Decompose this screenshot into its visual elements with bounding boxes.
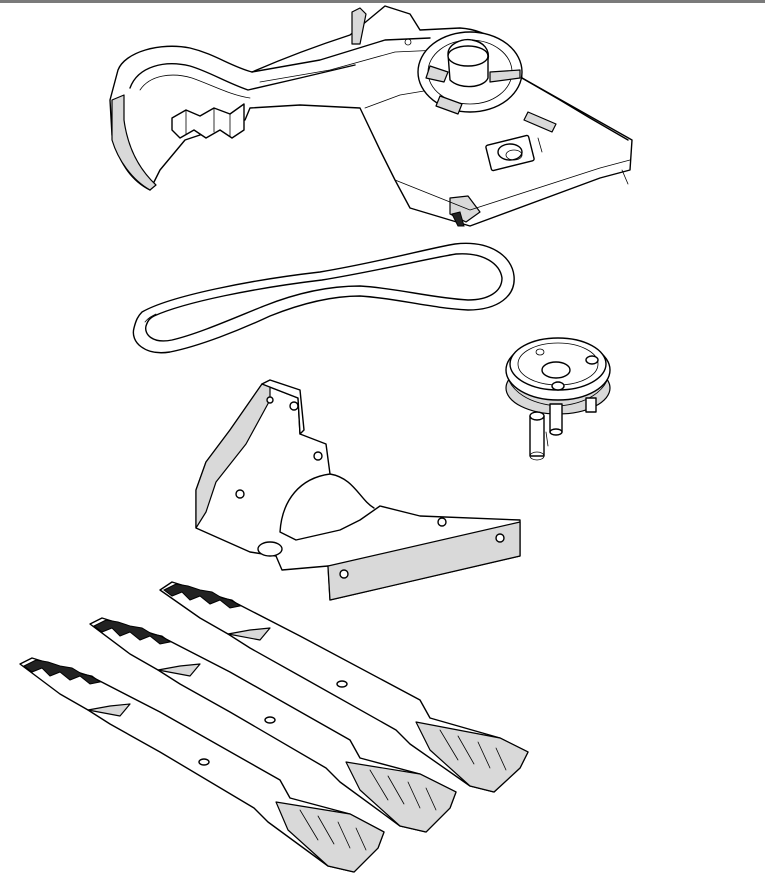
deflector-housing-icon bbox=[109, 5, 633, 227]
parts-diagram bbox=[0, 3, 765, 895]
bracket-icon bbox=[195, 379, 521, 601]
blade-icon-2 bbox=[89, 617, 457, 833]
belt-loop-icon bbox=[132, 242, 515, 354]
blade-icon-1 bbox=[159, 581, 529, 793]
parts-diagram-svg bbox=[19, 5, 633, 873]
blade-icon-3 bbox=[19, 657, 385, 873]
pulley-icon bbox=[505, 337, 611, 461]
top-window-edge bbox=[0, 0, 765, 3]
